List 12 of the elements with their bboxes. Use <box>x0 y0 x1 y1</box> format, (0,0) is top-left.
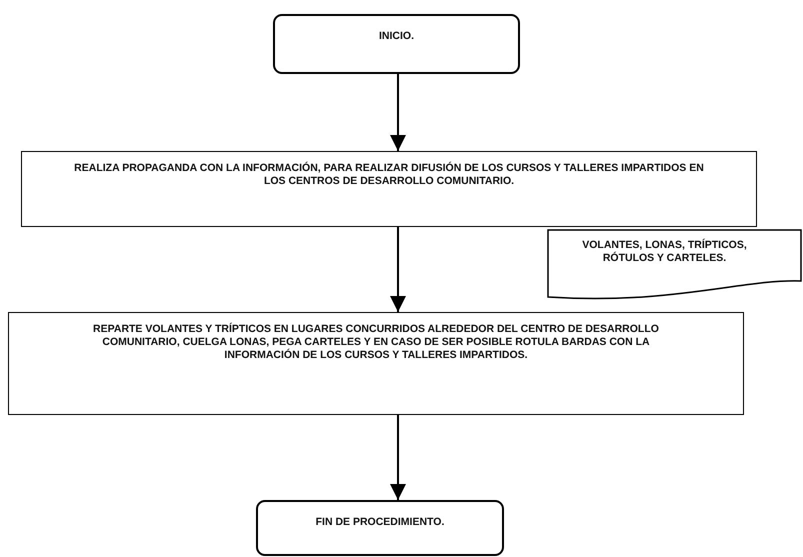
arrow <box>390 415 406 500</box>
arrow <box>390 74 406 151</box>
terminal-box <box>273 14 520 74</box>
process-box <box>8 312 744 415</box>
node-text: VOLANTES, LONAS, TRÍPTICOS, RÓTULOS Y CARTELES. <box>581 239 748 265</box>
node-text: INICIO. <box>378 30 415 43</box>
process-box <box>21 151 757 227</box>
node-text: FIN DE PROCEDIMIENTO. <box>314 516 446 529</box>
node-text: REPARTE VOLANTES Y TRÍPTICOS EN LUGARES CONCURRIDOS ALREDEDOR DEL CENTRO DE DESARROLLO COMUNITARIO, CUELGA LONAS, PEGA CARTELES Y EN CASO DE SER POSIBLE ROTULA BARDAS CON LA INFORMACIÓN DE LOS CURSOS Y TALLERES IMPARTIDOS. <box>92 323 660 362</box>
arrow <box>390 227 406 312</box>
terminal-box <box>256 500 504 556</box>
node-text: REALIZA PROPAGANDA CON LA INFORMACIÓN, PARA REALIZAR DIFUSIÓN DE LOS CURSOS Y TALLERES IMPARTIDOS EN LOS CENTROS DE DESARROLLO COMUNITARIO. <box>73 162 705 188</box>
